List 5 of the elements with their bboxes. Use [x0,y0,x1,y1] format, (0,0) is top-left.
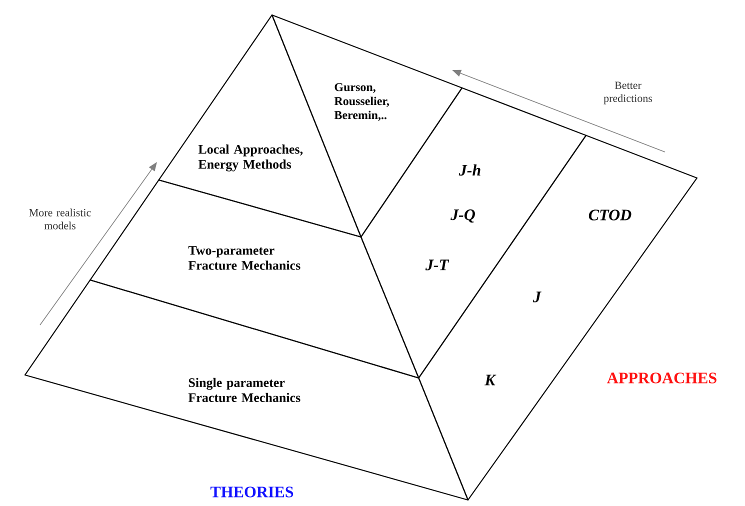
label: APPROACHES [607,372,716,384]
label: THEORIES [210,486,294,498]
label: More realistic models [29,208,91,230]
label: Better predictions [604,82,652,104]
pyramid-region: Two-parameter Fracture Mechanics [90,179,420,379]
